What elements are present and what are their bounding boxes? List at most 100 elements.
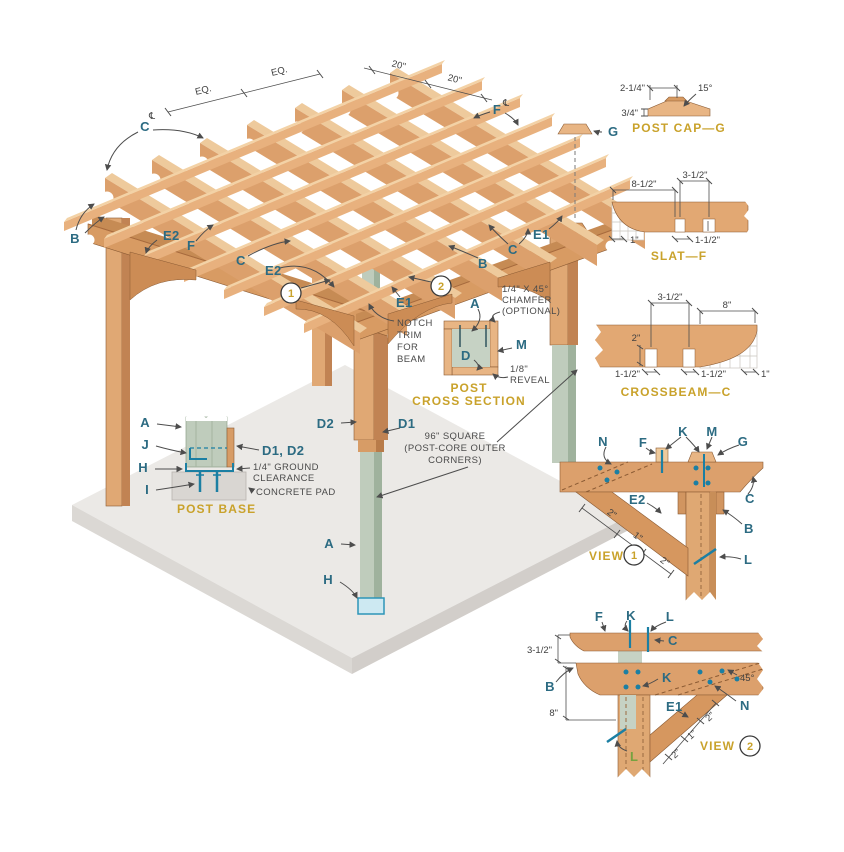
post-core-annotations: 96" SQUARE (POST-CORE OUTER CORNERS) D2 … (317, 369, 578, 599)
view1-label-l: L (744, 552, 752, 567)
view1-title: VIEW (589, 549, 624, 563)
core-note-line2: (POST-CORE OUTER (404, 443, 505, 454)
roof-dimensions: EQ. EQ. ℄ 20" 20" ℄ (148, 59, 510, 122)
right-post-core (552, 345, 576, 463)
knee-braces (129, 251, 551, 347)
dim-eq-2: EQ. (270, 64, 289, 79)
view2-label-l: L (666, 609, 674, 624)
label-a-post: A (324, 536, 334, 551)
postcap-dim-height: 3/4" (621, 108, 638, 119)
base-label-i: I (145, 482, 149, 497)
view2-dim-gap: 3-1/2" (527, 645, 552, 656)
label-e2-left: E2 (163, 228, 180, 243)
label-c-topleft: C (140, 119, 150, 134)
crossbeam-dim-b: 8" (723, 300, 732, 311)
label-e1-right: E1 (533, 227, 550, 242)
view2-label-n: N (740, 698, 750, 713)
floating-post-cap (557, 123, 593, 218)
crossbeam-detail: 3-1/2" 8" 2" 1-1/2" 1-1/2" 1" CROSSBEAM—… (590, 292, 770, 399)
reveal-note-line2: REVEAL (510, 375, 550, 386)
view2-label-c: C (668, 633, 678, 648)
xsec-title-line1: POST (450, 381, 487, 395)
view1-detail: 2" 1" 2" N F K M G C B L E2 VIEW 1 (559, 424, 764, 604)
view2-label-l2: L (630, 749, 638, 764)
label-b-mid: B (478, 256, 488, 271)
base-label-a: A (140, 415, 150, 430)
base-label-j: J (141, 437, 149, 452)
view2-title: VIEW (700, 739, 735, 753)
view1-label-m: M (706, 424, 717, 439)
crossbeam-title: CROSSBEAM—C (621, 385, 732, 399)
view2-dim-2: 1" (685, 728, 699, 742)
reveal-note-line1: 1/8" (510, 364, 528, 375)
slat-dim-d: 1-1/2" (695, 235, 720, 246)
core-note-line3: CORNERS) (428, 455, 482, 466)
notch-note-line4: BEAM (397, 354, 426, 365)
xsec-title-line2: CROSS SECTION (412, 394, 526, 408)
slat-dim-a: 8-1/2" (631, 179, 656, 190)
view2-label-b: B (545, 679, 555, 694)
view1-label-f: F (639, 435, 647, 450)
label-c-right: C (508, 242, 518, 257)
crossbeam-dim-a: 3-1/2" (657, 292, 682, 303)
concrete-pad-note: CONCRETE PAD (256, 487, 336, 498)
main-labels: C B E2 F C E2 1 2 E1 NOTCH TRIM FOR BEAM… (70, 102, 618, 365)
label-g-topright: G (608, 124, 618, 139)
callout-2: 2 (438, 281, 444, 293)
dim-20-1: 20" (391, 59, 407, 73)
view2-label-e1: E1 (666, 699, 683, 714)
post-cap-detail: 2-1/4" 15° 3/4" POST CAP—G (620, 83, 726, 135)
label-b-topleft: B (70, 231, 80, 246)
callout-1: 1 (288, 288, 294, 300)
view1-label-e2: E2 (629, 492, 646, 507)
label-h-post: H (323, 572, 333, 587)
view1-label-c: C (745, 491, 755, 506)
roof-slats (64, 60, 633, 333)
xsec-label-a: A (470, 296, 480, 311)
chamfer-note-line3: (OPTIONAL) (502, 306, 560, 317)
label-e1-center: E1 (396, 295, 413, 310)
left-post (105, 217, 130, 507)
post-base-title: POST BASE (177, 502, 256, 516)
centerline-right: ℄ (502, 98, 510, 109)
notch-note-line1: NOTCH (397, 318, 433, 329)
postcap-dim-angle: 15° (698, 83, 713, 94)
xsec-label-m: M (516, 337, 527, 352)
post-cross-section: A M D 1/4" X 45° CHAMFER (OPTIONAL) 1/8"… (412, 284, 560, 408)
notch-note-line3: FOR (397, 342, 418, 353)
chamfer-note-line2: CHAMFER (502, 295, 552, 306)
slat-title: SLAT—F (651, 249, 707, 263)
post-base-inset: A J H I D1, D2 1/4" GROUND CLEARANCE CON… (138, 410, 335, 516)
core-note-line1: 96" SQUARE (425, 431, 486, 442)
base-label-h: H (138, 460, 148, 475)
concrete-pad (72, 365, 627, 674)
view2-detail: 3-1/2" 8" 2" 1" 2" 45° F K L C B K E1 N … (527, 608, 770, 782)
postcap-title: POST CAP—G (632, 121, 726, 135)
slat-detail: 8-1/2" 3-1/2" 1" 1-1/2" SLAT—F (608, 170, 760, 263)
post-break-line (186, 410, 227, 421)
view1-label-n: N (598, 434, 608, 449)
crossbeam-dim-f: 1" (761, 369, 770, 380)
view2-label-k2: K (662, 670, 672, 685)
chamfer-note-line1: 1/4" X 45° (502, 284, 549, 295)
crossbeam-dim-d: 1-1/2" (615, 369, 640, 380)
ground-clearance-line1: 1/4" GROUND (253, 462, 319, 473)
slat-dim-c: 1" (630, 235, 639, 246)
view2-label-k: K (626, 608, 636, 623)
label-e2-mid: E2 (265, 263, 282, 278)
view1-label-g: G (738, 434, 748, 449)
view1-label-k: K (678, 424, 688, 439)
view2-dim-angle: 45° (740, 673, 755, 684)
postcap-dim-width: 2-1/4" (620, 83, 645, 94)
label-c-mid: C (236, 253, 246, 268)
crossbeam-dim-c: 2" (632, 333, 641, 344)
xsec-label-d: D (461, 348, 471, 363)
crossbeam-dim-e: 1-1/2" (701, 369, 726, 380)
centerline-left: ℄ (148, 111, 156, 122)
ground-clearance-line2: CLEARANCE (253, 473, 315, 484)
dim-20-2: 20" (447, 73, 463, 87)
view1-number: 1 (631, 550, 637, 562)
label-d1: D1 (398, 416, 415, 431)
